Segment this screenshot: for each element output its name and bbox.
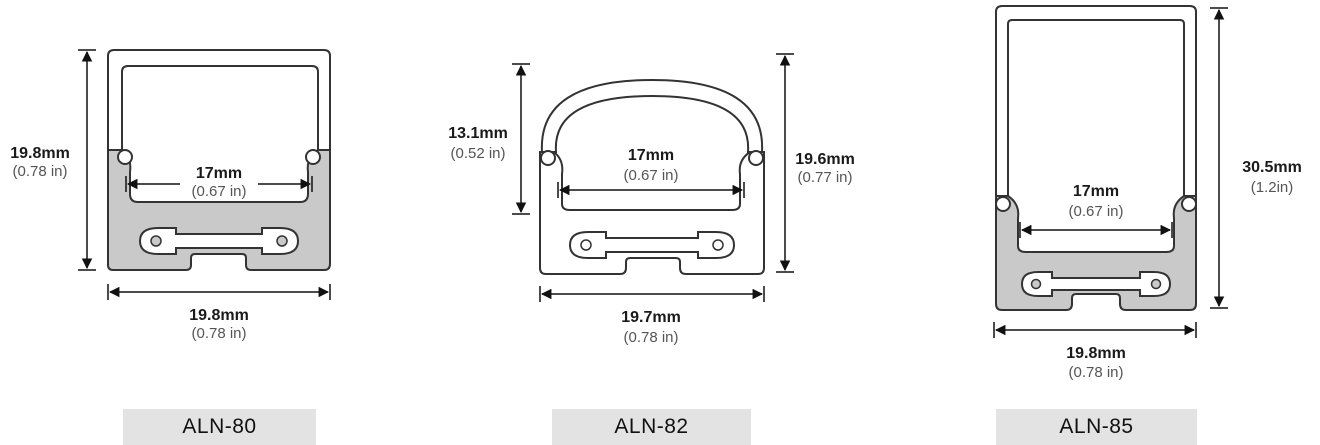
aln-82-dome-mm: 13.1mm	[448, 125, 508, 142]
aln-82-height-in: (0.77 in)	[797, 169, 852, 186]
aln-82-height-mm: 19.6mm	[795, 151, 855, 168]
aln-82-dome-in: (0.52 in)	[450, 145, 505, 162]
aln-80-height-mm: 19.8mm	[10, 145, 70, 162]
aln-82-slot	[568, 231, 736, 259]
aln-85-profile	[995, 5, 1197, 311]
aln-82-inner-dim	[557, 182, 745, 198]
aln-82-profile	[539, 78, 765, 275]
aln-80-width-in: (0.78 in)	[191, 325, 246, 342]
aln-85-inner-in: (0.67 in)	[1068, 203, 1123, 220]
aln-80-inner-mm: 17mm	[196, 165, 242, 182]
aln-85-height-mm: 30.5mm	[1242, 159, 1302, 176]
aln-82-dome-dim	[512, 63, 530, 215]
aln-85-height-in: (1.2in)	[1251, 179, 1294, 196]
aln-85-height-dim	[1210, 7, 1228, 309]
aln-85-inner-dim	[1019, 222, 1173, 238]
aln-85-width-dim	[993, 322, 1197, 338]
aln-80-inner-in: (0.67 in)	[191, 183, 246, 200]
aln-85-width-in: (0.78 in)	[1068, 364, 1123, 381]
aln-82-width-mm: 19.7mm	[621, 309, 681, 326]
aln-85-diffuser	[995, 5, 1197, 197]
aln-82-label: ALN-82	[552, 409, 751, 445]
aln-80-width-dim	[107, 284, 331, 300]
aln-80-profile	[107, 49, 331, 271]
aln-80-height-in: (0.78 in)	[12, 163, 67, 180]
aln-85-label: ALN-85	[996, 409, 1197, 445]
aln-85-width-mm: 19.8mm	[1066, 345, 1126, 362]
aln-82-width-dim	[539, 286, 765, 302]
aln-85-inner-mm: 17mm	[1073, 183, 1119, 200]
aln-80-inner-dim	[125, 176, 313, 192]
aln-80-label: ALN-80	[123, 409, 316, 445]
aln-85-slot	[1020, 271, 1172, 297]
aln-80-width-mm: 19.8mm	[189, 307, 249, 324]
aln-82-diffuser	[540, 78, 764, 153]
aln-80-height-dim	[78, 49, 96, 271]
aln-80-diffuser	[107, 49, 331, 151]
aln-82-inner-in: (0.67 in)	[623, 167, 678, 184]
aln-80-slot	[138, 227, 300, 255]
aln-82-height-dim	[776, 53, 794, 273]
aln-82-width-in: (0.78 in)	[623, 329, 678, 346]
aln-82-inner-mm: 17mm	[628, 147, 674, 164]
